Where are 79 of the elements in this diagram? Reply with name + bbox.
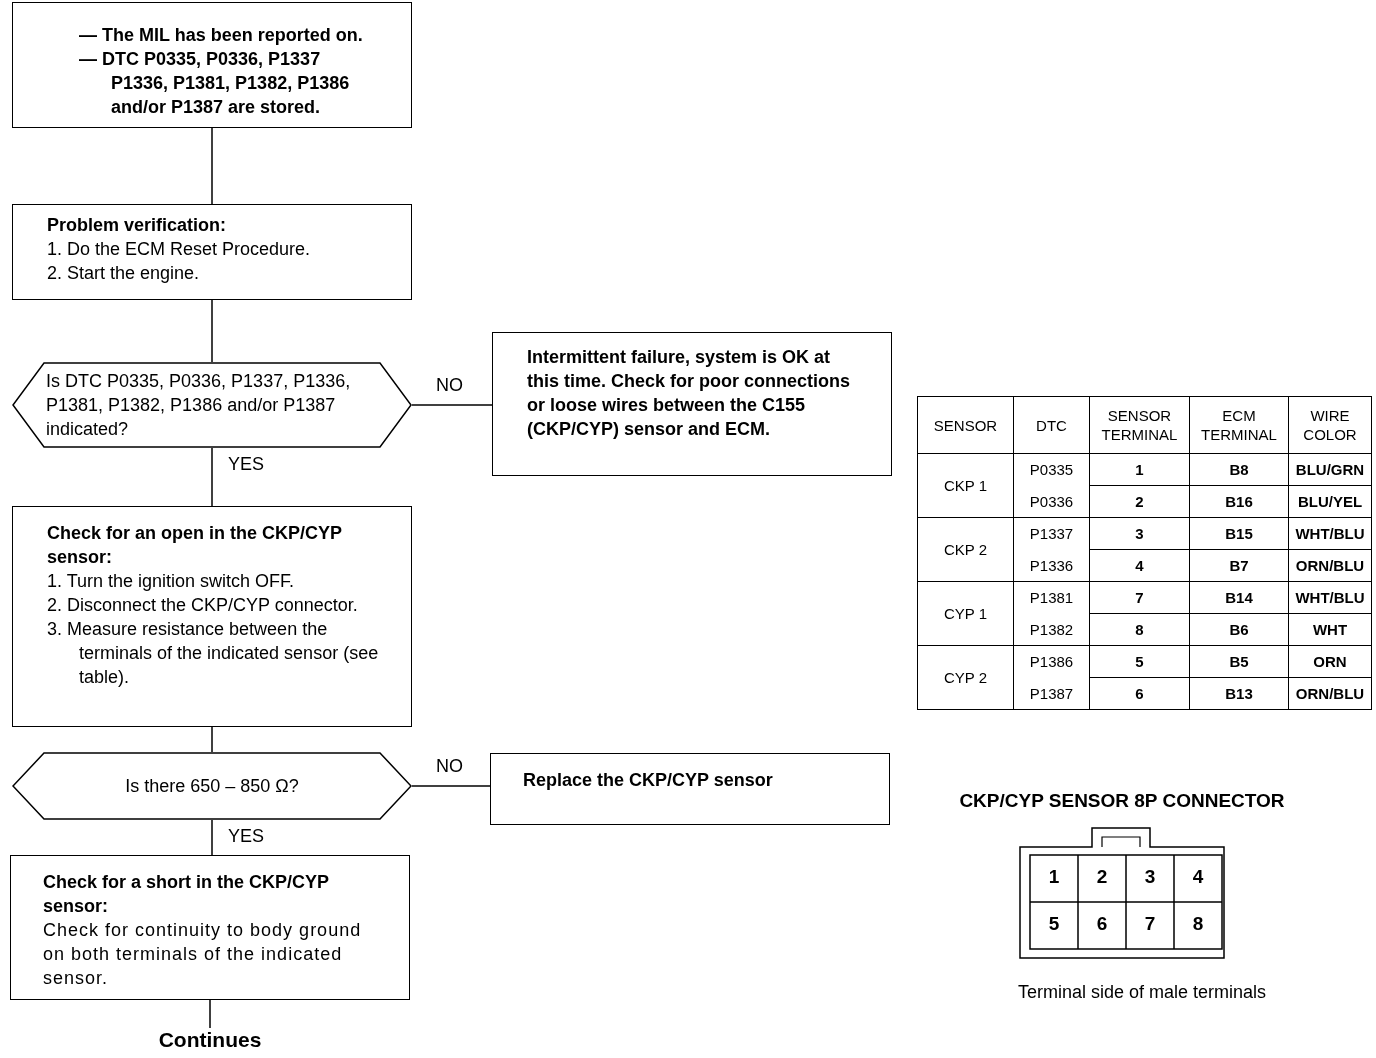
table-cell: CKP 2 [917, 517, 1014, 582]
table-cell: 7 [1089, 581, 1190, 614]
table-cell: 6 [1089, 677, 1190, 710]
table-cell: CKP 1 [917, 453, 1014, 518]
table-cell: B16 [1189, 485, 1289, 518]
table-cell: WHT/BLU [1288, 581, 1372, 614]
step-text: 1. Turn the ignition switch OFF. [47, 570, 296, 593]
table-cell: 1 [1089, 453, 1190, 486]
table-cell: P1382 [1013, 613, 1090, 646]
pin-number: 3 [1143, 866, 1157, 888]
step-text: 3. Measure resistance between the terminals of the indicated sensor (see table). [47, 618, 380, 689]
connector-caption: Terminal side of male terminals [1016, 982, 1268, 1003]
table-cell: 3 [1089, 517, 1190, 550]
table-cell: B13 [1189, 677, 1289, 710]
column-header: ECM TERMINAL [1189, 396, 1289, 454]
table-cell: CYP 2 [917, 645, 1014, 710]
column-header: WIRE COLOR [1288, 396, 1372, 454]
connector-line [211, 299, 213, 363]
table-cell: P1387 [1013, 677, 1090, 710]
table-cell: 4 [1089, 549, 1190, 582]
pin-number: 5 [1047, 913, 1061, 935]
continuation-text: Continues [157, 1028, 263, 1052]
column-header: DTC [1013, 396, 1090, 454]
step-heading: — DTC P0335, P0336, P1337 P1336, P1381, P1382, P1386 and/or P1387 are stored. [79, 48, 351, 119]
decision-hexagon [12, 362, 412, 448]
step-text: 2. Start the engine. [47, 262, 201, 285]
table-cell: WHT [1288, 613, 1372, 646]
table-cell: B7 [1189, 549, 1289, 582]
step-text: Replace the CKP/CYP sensor [523, 769, 774, 792]
connector-line [209, 999, 211, 1029]
connector-line [411, 785, 491, 787]
column-header: SENSOR TERMINAL [1089, 396, 1190, 454]
process-box [490, 753, 890, 825]
process-box [12, 2, 412, 128]
pin-number: 4 [1191, 866, 1205, 888]
step-text: Check for continuity to body ground on both terminals of the indicated sensor. [43, 919, 363, 990]
table-cell: BLU/GRN [1288, 453, 1372, 486]
table-cell: 5 [1089, 645, 1190, 678]
table-cell: P1336 [1013, 549, 1090, 582]
pin-number: 1 [1047, 866, 1061, 888]
connector-line [411, 404, 493, 406]
table-cell: WHT/BLU [1288, 517, 1372, 550]
pin-number: 8 [1191, 913, 1205, 935]
question-text: Is DTC P0335, P0336, P1337, P1336, P1381, P1382, P1386 and/or P1387 indicated? [46, 370, 352, 441]
table-cell: ORN/BLU [1288, 549, 1372, 582]
table-cell: 8 [1089, 613, 1190, 646]
process-box [492, 332, 892, 476]
table-cell: B14 [1189, 581, 1289, 614]
process-box [10, 855, 410, 1000]
process-box [12, 506, 412, 727]
table-cell: B8 [1189, 453, 1289, 486]
pin-number: 6 [1095, 913, 1109, 935]
table-cell: B15 [1189, 517, 1289, 550]
pin-number: 2 [1095, 866, 1109, 888]
connector-line [211, 726, 213, 753]
process-box [12, 204, 412, 300]
connector-title: CKP/CYP SENSOR 8P CONNECTOR [958, 790, 1286, 812]
step-text: 1. Do the ECM Reset Procedure. [47, 238, 312, 261]
question-text: Is there 650 – 850 Ω? [124, 775, 300, 798]
table-cell: ORN [1288, 645, 1372, 678]
table-cell: 2 [1089, 485, 1190, 518]
pin-number: 7 [1143, 913, 1157, 935]
step-heading: — The MIL has been reported on. [79, 24, 364, 47]
connector-line [211, 127, 213, 205]
table-cell: P0336 [1013, 485, 1090, 518]
step-text: 2. Disconnect the CKP/CYP connector. [47, 594, 359, 617]
step-heading: Check for a short in the CKP/CYP sensor: [43, 871, 330, 918]
connector-line [211, 819, 213, 856]
column-header: SENSOR [917, 396, 1014, 454]
step-text: Intermittent failure, system is OK at this time. Check for poor connections or loose wires between the C155 (CKP/CYP) sensor and ECM. [527, 346, 852, 441]
table-cell: CYP 1 [917, 581, 1014, 646]
table-cell: B5 [1189, 645, 1289, 678]
connector-line [211, 447, 213, 507]
table-cell: B6 [1189, 613, 1289, 646]
table-cell: BLU/YEL [1288, 485, 1372, 518]
step-heading: Check for an open in the CKP/CYP sensor: [47, 522, 343, 569]
step-heading: Problem verification: [47, 214, 228, 237]
decision-hexagon [12, 752, 412, 820]
table-cell: ORN/BLU [1288, 677, 1372, 710]
